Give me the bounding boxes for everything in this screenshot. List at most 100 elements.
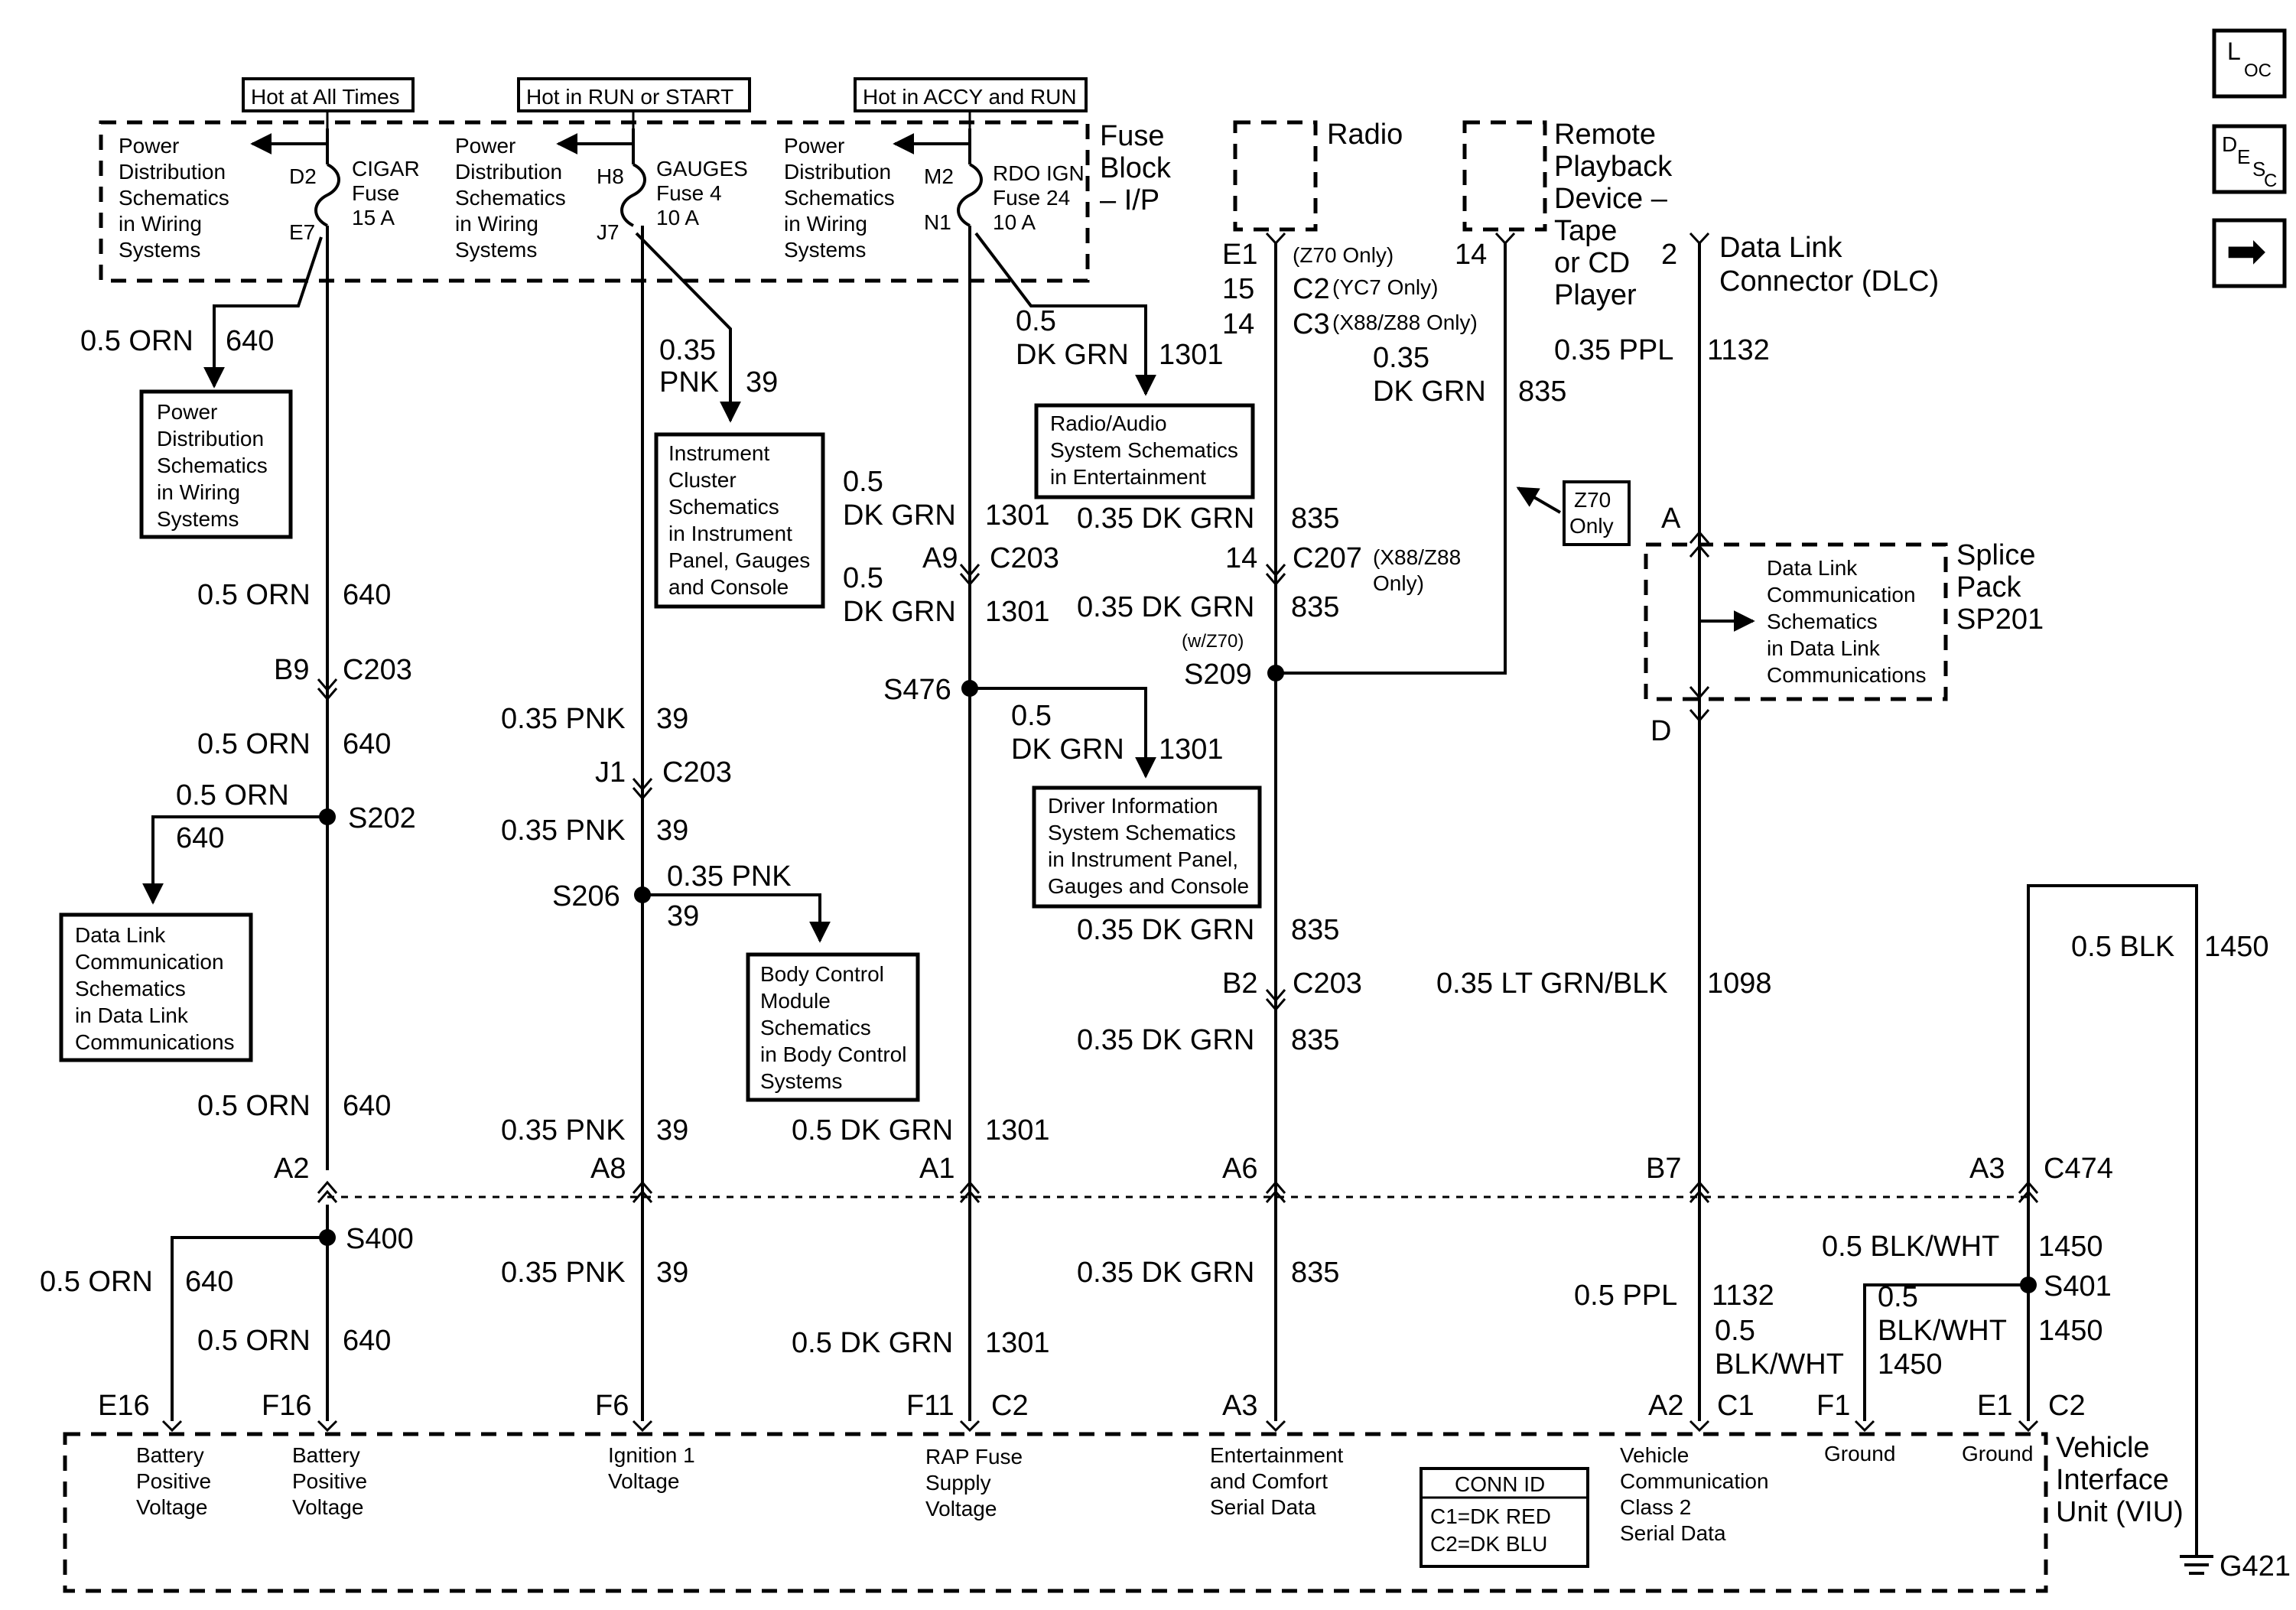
splice-pin-d: D — [1650, 715, 1671, 747]
svg-text:Communication: Communication — [1620, 1469, 1769, 1493]
w1450-b-size-1: 0.5 — [1878, 1281, 1918, 1313]
e16-circ: 640 — [185, 1266, 233, 1298]
svg-text:Systems: Systems — [760, 1069, 842, 1093]
w1098-circ: 1098 — [1707, 968, 1772, 1000]
w1301-a-size-1: 0.5 — [843, 466, 883, 498]
svg-text:Player: Player — [1554, 279, 1637, 311]
instrument-cluster-ref-box[interactable]: Instrument Cluster Schematics in Instrum… — [654, 432, 825, 609]
svg-text:Positive: Positive — [292, 1469, 367, 1493]
w640-c-circ: 640 — [343, 1090, 391, 1122]
svg-text:Schematics: Schematics — [119, 186, 229, 210]
s206-br-size: 0.35 PNK — [667, 860, 792, 893]
svg-text:Vehicle: Vehicle — [1620, 1443, 1689, 1467]
splice-pack-label: Splice Pack SP201 — [1956, 539, 2044, 636]
w835-e-circ: 835 — [1291, 1257, 1339, 1289]
svg-text:Supply: Supply — [925, 1471, 991, 1495]
w835-d-size: 0.35 DK GRN — [1077, 1024, 1254, 1056]
j1-pin: J1 — [595, 756, 626, 789]
svg-text:Ignition 1: Ignition 1 — [608, 1443, 695, 1467]
svg-text:SP201: SP201 — [1956, 603, 2044, 636]
w640-a-circ: 640 — [343, 579, 391, 611]
radio-c3: C3 — [1293, 308, 1330, 340]
w39-top-circ: 39 — [746, 366, 778, 398]
svg-text:Instrument: Instrument — [668, 441, 769, 465]
s206-branch — [642, 893, 831, 943]
svg-text:Vehicle: Vehicle — [2056, 1432, 2150, 1464]
svg-text:or CD: or CD — [1554, 247, 1630, 279]
gauges-fuse-label: GAUGES Fuse 4 10 A — [656, 157, 748, 229]
gauges-in-pin: H8 — [597, 164, 624, 188]
w1132-top-circ: 1132 — [1707, 334, 1770, 366]
b2-pin: B2 — [1222, 968, 1257, 1000]
radio-c2: C2 — [1293, 273, 1330, 305]
w835-rpd-size-1: 0.35 — [1373, 342, 1429, 374]
svg-text:System Schematics: System Schematics — [1048, 821, 1236, 844]
z70-only-note: Z70 Only — [1563, 480, 1631, 546]
svg-text:Class 2: Class 2 — [1620, 1495, 1691, 1519]
rpd-835-wire — [1276, 243, 1507, 675]
bcm-ref-box[interactable]: Body Control Module Schematics in Body C… — [746, 952, 920, 1102]
a2-pin: A2 — [274, 1153, 309, 1185]
ground-g421-icon — [2180, 1555, 2213, 1575]
w1450-c-size-2: BLK/WHT — [1715, 1348, 1844, 1381]
w835-e-size: 0.35 DK GRN — [1077, 1257, 1254, 1289]
w835-rpd-size-2: DK GRN — [1373, 376, 1486, 408]
c207-pin: 14 — [1225, 542, 1257, 574]
svg-text:Schematics: Schematics — [784, 186, 895, 210]
svg-text:Data Link: Data Link — [75, 923, 166, 947]
svg-text:OC: OC — [2244, 60, 2272, 81]
svg-text:Power: Power — [119, 134, 179, 158]
viu-f6-desc: Ignition 1 Voltage — [608, 1443, 695, 1493]
w1301-d-circ: 1301 — [985, 1327, 1050, 1359]
w1132-b-size: 0.5 PPL — [1574, 1280, 1677, 1312]
rdo-fuse-symbol — [957, 163, 983, 227]
pd-wiring-ref-box[interactable]: Power Distribution Schematics in Wiring … — [139, 389, 293, 539]
w1301-top-circ: 1301 — [1159, 339, 1224, 371]
viu-f1-desc: Ground — [1824, 1442, 1895, 1465]
s476-br-size-2: DK GRN — [1011, 733, 1124, 766]
driver-info-ref-box[interactable]: Driver Information System Schematics in … — [1032, 785, 1262, 909]
a8-pin: A8 — [590, 1153, 626, 1185]
svg-text:Fuse 4: Fuse 4 — [656, 181, 722, 205]
radio-c3-pin: 14 — [1222, 308, 1254, 340]
s202-branch — [142, 815, 327, 905]
svg-text:Remote: Remote — [1554, 119, 1656, 151]
hot-at-all-times-label: Hot at All Times — [242, 77, 415, 112]
s401-branch — [1863, 1283, 2028, 1421]
description-icon[interactable]: D E S C — [2212, 124, 2287, 194]
svg-text:Pack: Pack — [1956, 571, 2021, 603]
svg-text:Driver Information: Driver Information — [1048, 794, 1218, 818]
svg-text:CIGAR: CIGAR — [352, 157, 420, 181]
w39-c-circ: 39 — [656, 1114, 688, 1147]
s401-label: S401 — [2044, 1270, 2112, 1303]
svg-text:Playback: Playback — [1554, 151, 1673, 183]
w1450-a-circ: 1450 — [2038, 1231, 2103, 1263]
f16-size: 0.5 ORN — [197, 1325, 311, 1357]
w640-top-size: 0.5 ORN — [80, 325, 194, 357]
w1301-c-size: 0.5 DK GRN — [792, 1114, 953, 1147]
w1450-b-size-2: BLK/WHT — [1878, 1315, 2007, 1347]
svg-text:Hot in RUN or START: Hot in RUN or START — [526, 85, 733, 109]
next-page-icon[interactable]: ➡ — [2212, 218, 2287, 288]
w835-a-size: 0.35 DK GRN — [1077, 503, 1254, 535]
dlc-pin: 2 — [1661, 239, 1677, 271]
svg-text:Entertainment: Entertainment — [1210, 1443, 1344, 1467]
radio-audio-ref-box[interactable]: Radio/Audio System Schematics in Enterta… — [1034, 403, 1255, 499]
data-link-ref-box-1[interactable]: Data Link Communication Schematics in Da… — [59, 912, 253, 1062]
c207-note-2: Only) — [1373, 571, 1424, 595]
w39-b-size: 0.35 PNK — [501, 815, 626, 847]
svg-text:Panel, Gauges: Panel, Gauges — [668, 548, 810, 572]
svg-text:Schematics: Schematics — [157, 454, 268, 477]
data-link-ref-box-2[interactable]: Data Link Communication Schematics in Da… — [1767, 556, 1927, 687]
cigar-pd-text: Power Distribution Schematics in Wiring … — [119, 134, 229, 262]
splice-pin-a: A — [1661, 503, 1681, 535]
w39-c-size: 0.35 PNK — [501, 1114, 626, 1147]
svg-text:Fuse: Fuse — [352, 181, 399, 205]
f1-pin: F1 — [1816, 1390, 1850, 1422]
svg-text:and Comfort: and Comfort — [1210, 1469, 1328, 1493]
rpd-outline — [1462, 120, 1547, 232]
w835-b-note: (w/Z70) — [1182, 631, 1244, 652]
s476-label: S476 — [883, 674, 951, 706]
location-icon[interactable]: L OC — [2212, 28, 2287, 99]
svg-text:RDO IGN: RDO IGN — [993, 161, 1085, 185]
